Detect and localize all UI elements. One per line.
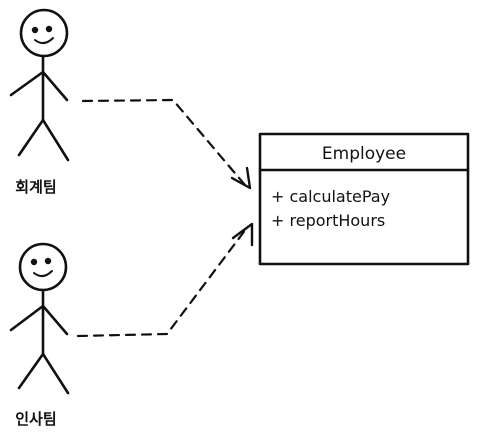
class-method-calculate-pay: + calculatePay bbox=[271, 187, 390, 206]
class-method-report-hours: + reportHours bbox=[271, 211, 385, 230]
dependency-arrow-hr bbox=[76, 222, 254, 338]
dependency-arrow-accounting bbox=[81, 98, 252, 190]
stick-figure-icon bbox=[9, 8, 70, 162]
class-name: Employee bbox=[322, 144, 406, 164]
actor-hr-team[interactable]: 인사팀 bbox=[9, 242, 70, 428]
class-box-border bbox=[258, 132, 470, 266]
actor-accounting-team[interactable]: 회계팀 bbox=[9, 8, 70, 196]
actor-label: 회계팀 bbox=[15, 178, 56, 196]
actor-label: 인사팀 bbox=[15, 410, 56, 428]
stick-figure-icon bbox=[9, 242, 70, 395]
class-box-employee[interactable]: Employee + calculatePay + reportHours bbox=[258, 132, 470, 266]
